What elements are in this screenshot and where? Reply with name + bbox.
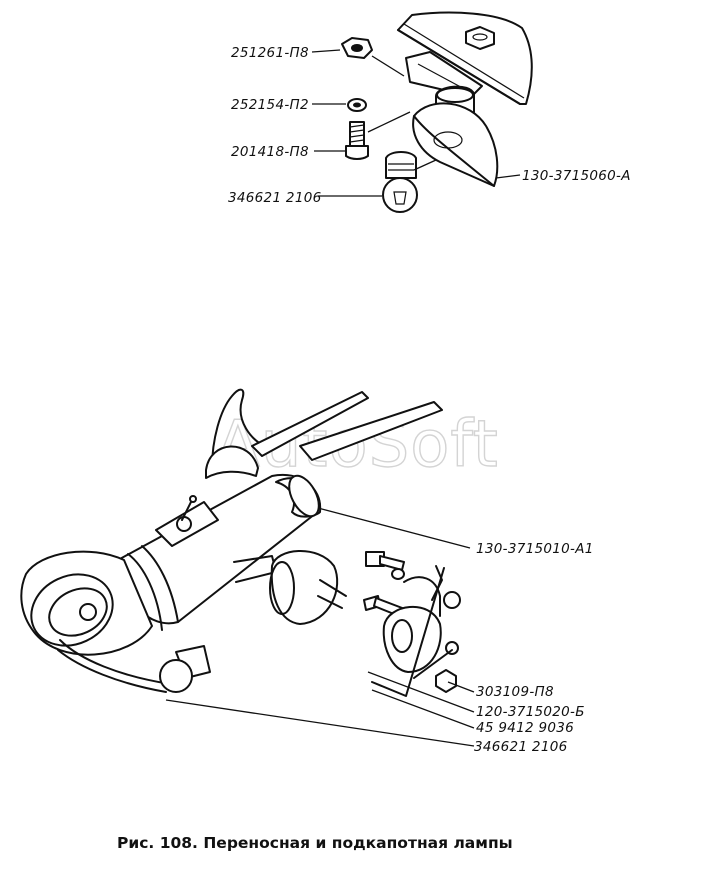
label-120-3715020-b: 120-3715020-Б (476, 704, 585, 720)
under-hood-lamp-drawing (311, 11, 533, 213)
label-346621-2106-lower: 346621 2106 (474, 739, 567, 755)
label-303109-p8: 303109-П8 (476, 684, 554, 700)
lower-labels: 130-3715010-А1 303109-П8 120-3715020-Б 4… (474, 541, 594, 755)
upper-labels: 251261-П8 252154-П2 201418-П8 346621 210… (228, 45, 631, 206)
figure-caption: Рис. 108. Переносная и подкапотная лампы (117, 834, 513, 852)
label-346621-2106-upper: 346621 2106 (228, 190, 321, 206)
label-252154-p2: 252154-П2 (231, 97, 309, 113)
label-201418-p8: 201418-П8 (231, 144, 309, 160)
portable-lamp-drawing (20, 388, 475, 747)
label-45-9412-9036: 45 9412 9036 (476, 720, 574, 736)
label-130-3715060-a: 130-3715060-А (522, 168, 631, 184)
label-251261-p8: 251261-П8 (231, 45, 309, 61)
label-130-3715010-a1: 130-3715010-А1 (476, 541, 594, 557)
